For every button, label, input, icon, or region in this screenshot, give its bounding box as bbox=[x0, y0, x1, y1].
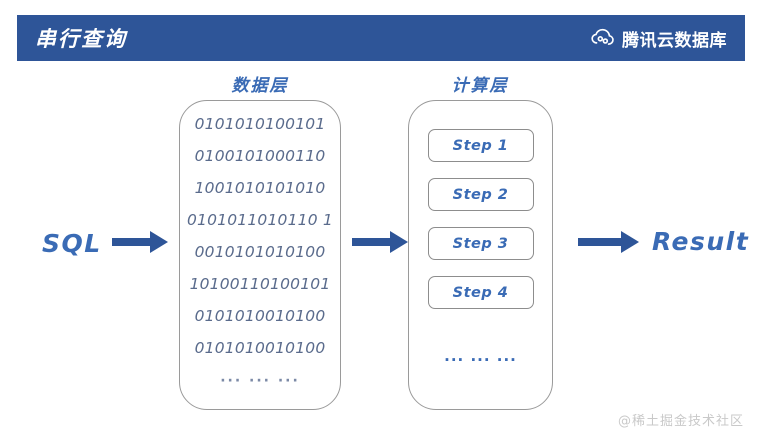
arrow-data-to-compute-icon bbox=[352, 229, 409, 260]
binary-row: 10100110100101 bbox=[189, 275, 331, 293]
step-label: Step 1 bbox=[452, 137, 509, 154]
binary-row: 0100101000110 bbox=[194, 147, 326, 165]
data-layer-panel: 0101010100101 0100101000110 100101010101… bbox=[179, 100, 341, 410]
step-box[interactable]: Step 4 bbox=[427, 276, 534, 309]
binary-row: 0101011010110 1 bbox=[187, 211, 333, 229]
watermark: @稀土掘金技术社区 bbox=[617, 414, 744, 429]
page-title: 串行查询 bbox=[35, 27, 127, 51]
step-label: Step 3 bbox=[452, 235, 509, 252]
binary-row: 0101010010100 bbox=[194, 339, 326, 357]
diagram-canvas: SQL 数据层 0101010100101 0100101000110 1001… bbox=[0, 61, 762, 439]
step-label: Step 4 bbox=[452, 284, 509, 301]
result-output-label: Result bbox=[652, 227, 750, 256]
data-layer-title: 数据层 bbox=[231, 76, 289, 96]
compute-layer-panel: Step 1 Step 2 Step 3 Step 4 ··· ··· ··· bbox=[408, 100, 553, 410]
binary-row: 0101010010100 bbox=[194, 307, 326, 325]
binary-row-list: 0101010100101 0100101000110 100101010101… bbox=[180, 115, 340, 389]
compute-layer-title: 计算层 bbox=[451, 76, 509, 96]
compute-layer-ellipsis: ··· ··· ··· bbox=[444, 351, 517, 369]
binary-row: 1001010101010 bbox=[194, 179, 326, 197]
brand-name: 腾讯云数据库 bbox=[622, 30, 727, 51]
binary-row: 0101010100101 bbox=[194, 115, 326, 133]
header-bar: 串行查询 腾讯云数据库 bbox=[17, 15, 745, 61]
step-box[interactable]: Step 1 bbox=[427, 129, 534, 162]
arrow-sql-to-data-icon bbox=[112, 229, 169, 260]
brand-lockup: 腾讯云数据库 bbox=[590, 26, 727, 51]
step-list: Step 1 Step 2 Step 3 Step 4 ··· ··· ··· bbox=[409, 129, 552, 369]
sql-input-label: SQL bbox=[42, 229, 102, 258]
step-box[interactable]: Step 3 bbox=[427, 227, 534, 260]
step-label: Step 2 bbox=[452, 186, 509, 203]
step-box[interactable]: Step 2 bbox=[427, 178, 534, 211]
tencent-cloud-icon bbox=[590, 26, 615, 51]
arrow-compute-to-result-icon bbox=[578, 229, 640, 260]
data-layer-ellipsis: ··· ··· ··· bbox=[220, 373, 300, 389]
binary-row: 0010101010100 bbox=[194, 243, 326, 261]
